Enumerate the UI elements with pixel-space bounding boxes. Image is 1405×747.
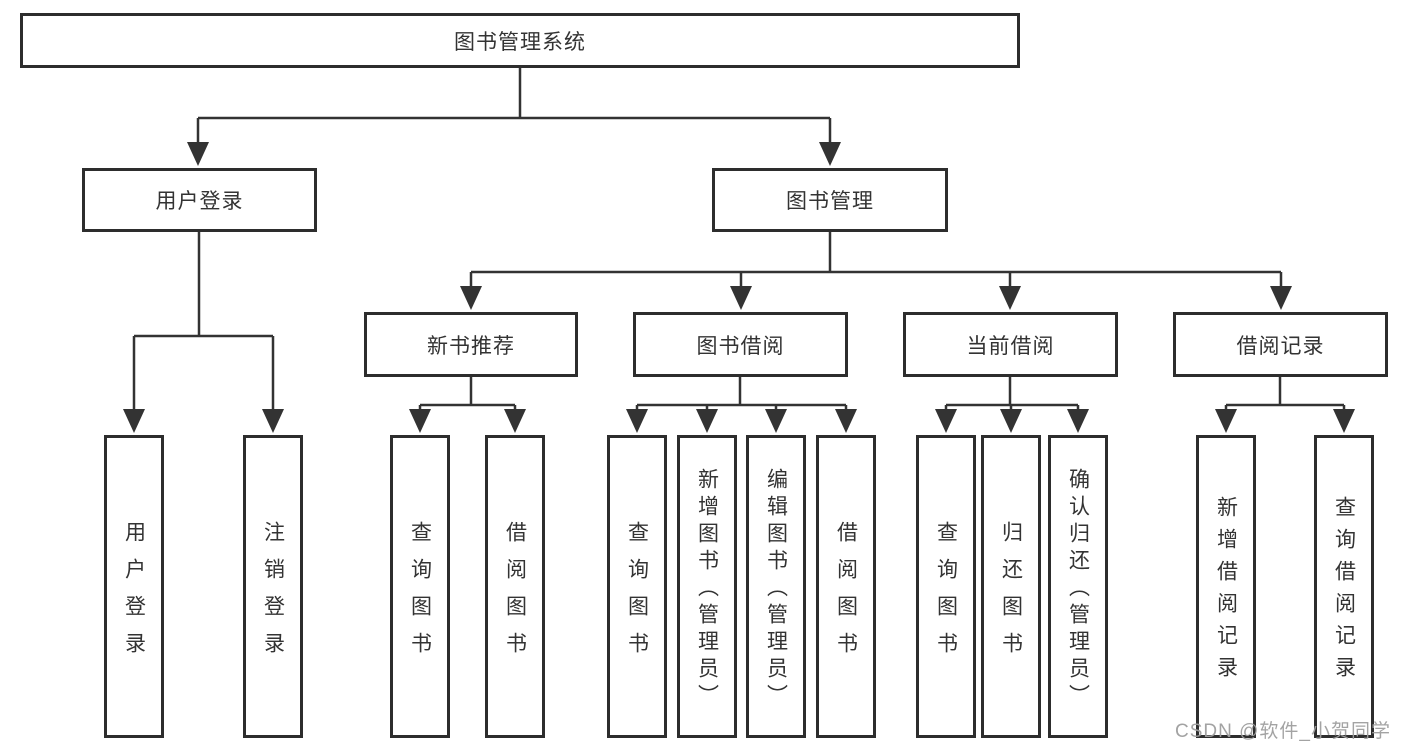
leaf-confirm-return-admin-label: 确认归还（管理员） xyxy=(1066,468,1090,711)
node-book-management-label: 图书管理 xyxy=(786,190,874,213)
node-borrow-records-label: 借阅记录 xyxy=(1236,334,1325,358)
leaf-query-books-current: 查询图书 xyxy=(916,435,976,738)
node-root: 图书管理系统 xyxy=(20,13,1020,68)
leaf-borrow-books-label: 借阅图书 xyxy=(834,520,858,669)
node-book-borrow-label: 图书借阅 xyxy=(696,334,785,358)
leaf-query-borrow-record-label: 查询借阅记录 xyxy=(1332,496,1356,688)
node-user-login-label: 用户登录 xyxy=(155,190,244,213)
leaf-query-borrow-record: 查询借阅记录 xyxy=(1314,435,1374,738)
leaf-logout: 注销登录 xyxy=(243,435,303,738)
leaf-return-books: 归还图书 xyxy=(981,435,1041,738)
node-book-borrow: 图书借阅 xyxy=(633,312,848,377)
arrowheads xyxy=(123,142,1355,433)
leaf-query-books-borrow: 查询图书 xyxy=(607,435,667,738)
node-new-book-recommend: 新书推荐 xyxy=(364,312,578,377)
leaf-edit-books-admin: 编辑图书（管理员） xyxy=(746,435,806,738)
leaf-add-books-admin: 新增图书（管理员） xyxy=(677,435,737,738)
leaf-user-login: 用户登录 xyxy=(104,435,164,738)
leaf-borrow-books-recommend-label: 借阅图书 xyxy=(503,520,527,669)
tree-edges xyxy=(132,68,1346,411)
leaf-logout-label: 注销登录 xyxy=(261,520,285,669)
leaf-query-books-recommend-label: 查询图书 xyxy=(408,520,432,669)
leaf-user-login-label: 用户登录 xyxy=(122,520,146,669)
leaf-borrow-books-recommend: 借阅图书 xyxy=(485,435,545,738)
node-current-borrow: 当前借阅 xyxy=(903,312,1118,377)
node-new-book-recommend-label: 新书推荐 xyxy=(427,334,515,358)
leaf-query-books-recommend: 查询图书 xyxy=(390,435,450,738)
node-root-label: 图书管理系统 xyxy=(454,30,586,54)
leaf-edit-books-admin-label: 编辑图书（管理员） xyxy=(764,468,788,711)
node-user-login: 用户登录 xyxy=(82,168,317,232)
node-borrow-records: 借阅记录 xyxy=(1173,312,1388,377)
leaf-add-books-admin-label: 新增图书（管理员） xyxy=(695,468,719,711)
leaf-confirm-return-admin: 确认归还（管理员） xyxy=(1048,435,1108,738)
leaf-query-books-borrow-label: 查询图书 xyxy=(625,520,649,669)
leaf-add-borrow-record-label: 新增借阅记录 xyxy=(1214,496,1238,688)
leaf-borrow-books: 借阅图书 xyxy=(816,435,876,738)
leaf-return-books-label: 归还图书 xyxy=(999,520,1023,669)
leaf-add-borrow-record: 新增借阅记录 xyxy=(1196,435,1256,738)
node-book-management: 图书管理 xyxy=(712,168,948,232)
node-current-borrow-label: 当前借阅 xyxy=(966,334,1055,358)
leaf-query-books-current-label: 查询图书 xyxy=(934,520,958,669)
csdn-watermark: CSDN @软件_小贺同学 xyxy=(1175,721,1391,742)
